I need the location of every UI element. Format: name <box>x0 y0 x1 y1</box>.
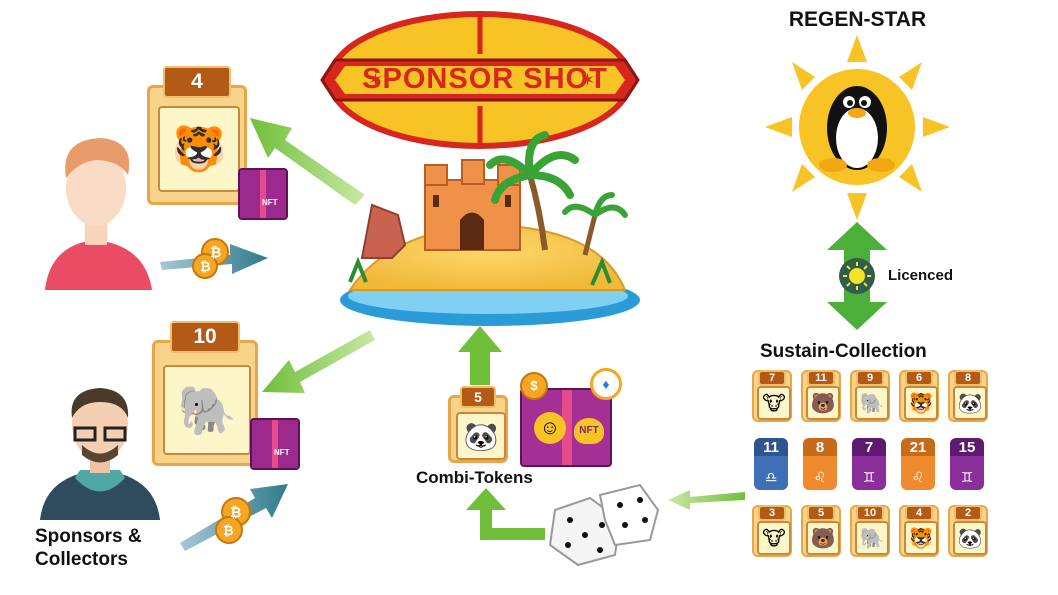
token-number: 10 <box>170 321 240 353</box>
zodiac-token: 11 ♎ <box>754 438 788 490</box>
card-number: 9 <box>856 370 884 386</box>
collection-card: 11🐻 <box>801 370 841 422</box>
libra-icon: ♎ <box>764 469 778 485</box>
nft-gift-icon: NFT <box>238 168 288 220</box>
cow-icon: 🐮 <box>757 521 791 555</box>
arrow-island-to-mid-token <box>262 330 375 393</box>
tiger-icon: 🐯 <box>904 521 938 555</box>
zodiac-token: 7♊ <box>852 438 886 490</box>
card-number: 11 <box>807 370 835 386</box>
ethereum-coin-icon: ♦ <box>590 368 622 400</box>
sponsors-label-line2: Collectors <box>35 549 128 570</box>
card-number: 7 <box>758 370 786 386</box>
token-number: 4 <box>163 66 231 98</box>
bitcoin-coin-icon: ₿ ₿ <box>192 238 229 279</box>
collection-card: 9🐘 <box>850 370 890 422</box>
collection-card: 6🐯 <box>899 370 939 422</box>
elephant-icon: 🐘 <box>855 386 889 420</box>
card-number: 6 <box>905 370 933 386</box>
collection-card: 2🐼 <box>948 505 988 557</box>
svg-text:₿: ₿ <box>200 259 211 274</box>
licenced-label: Licenced <box>888 267 954 284</box>
token-card-elephant: 10 🐘 <box>152 321 258 466</box>
tiger-icon: 🐯 <box>158 106 240 192</box>
svg-text:✶: ✶ <box>368 70 383 90</box>
nft-label: NFT <box>262 198 278 207</box>
person-avatar-bottom <box>40 388 160 520</box>
collection-card: 4🐯 <box>899 505 939 557</box>
card-number: 5 <box>807 505 835 521</box>
leo-icon: ♌ <box>813 469 827 485</box>
svg-text:₿: ₿ <box>230 504 241 520</box>
regen-star-label: REGEN-STAR <box>788 8 927 31</box>
combi-tokens-label: Combi-Tokens <box>416 468 533 487</box>
panda-icon: 🐼 <box>953 521 987 555</box>
regen-star-sun-icon <box>765 35 950 220</box>
zodiac-token: 21 ♌ <box>901 438 935 490</box>
gemini-icon: ♊ <box>862 469 876 485</box>
zodiac-token: 15 ♊ <box>950 438 984 490</box>
bitcoin-coin-icon-2: ₿ ₿ <box>215 497 251 544</box>
token-card-tiger: 4 🐯 <box>147 66 247 205</box>
bear-icon: 🐻 <box>806 521 840 555</box>
svg-text:✶: ✶ <box>580 70 595 90</box>
cow-icon: 🐮 <box>757 386 791 420</box>
collection-card: 5🐻 <box>801 505 841 557</box>
card-number: 3 <box>758 505 786 521</box>
elephant-icon: 🐘 <box>855 521 889 555</box>
card-number: 8 <box>954 370 982 386</box>
card-number: 4 <box>905 505 933 521</box>
collection-card: 3🐮 <box>752 505 792 557</box>
svg-text:₿: ₿ <box>223 523 234 538</box>
dollar-coin-icon: $ <box>520 372 548 400</box>
panda-icon: 🐼 <box>953 386 987 420</box>
svg-text:₿: ₿ <box>210 244 221 260</box>
arrow-combi-to-island <box>458 326 502 385</box>
sustain-collection-label: Sustain-Collection <box>760 341 927 362</box>
collection-card: 7🐮 <box>752 370 792 422</box>
nft-label: NFT <box>574 418 604 444</box>
dice-icon <box>548 483 660 567</box>
title-banner: ✶ ✶ <box>320 11 640 149</box>
nft-gift-icon-2: NFT <box>250 418 300 470</box>
panda-icon: 🐼 <box>456 412 506 460</box>
collection-card: 10🐘 <box>850 505 890 557</box>
card-number: 2 <box>954 505 982 521</box>
arrow-island-to-top-token <box>250 118 365 205</box>
card-number: 10 <box>856 505 884 521</box>
sustain-collection-grid: 7🐮11🐻9🐘6🐯8🐼11♎8♌7♊21♌15♊3🐮5🐻10🐘4🐯2🐼 <box>752 370 997 560</box>
zodiac-number: 15 <box>958 439 976 456</box>
sponsors-label-line1: Sponsors & <box>35 526 142 547</box>
token-number: 5 <box>460 386 496 408</box>
sponsors-collectors-label: Sponsors & Collectors <box>35 525 142 571</box>
gemini-icon: ♊ <box>960 469 974 485</box>
tiger-icon: 🐯 <box>904 386 938 420</box>
arrow-collection-to-dice <box>668 490 745 510</box>
bear-icon: 🐻 <box>806 386 840 420</box>
page-title: SPONSOR SHOT <box>362 63 608 95</box>
zodiac-token: 8♌ <box>803 438 837 490</box>
zodiac-number: 11 <box>763 439 779 456</box>
arrow-dice-to-combi <box>466 488 545 540</box>
zodiac-number: 21 <box>909 439 927 456</box>
leo-icon: ♌ <box>911 469 925 485</box>
token-card-panda: 5 🐼 <box>448 386 508 463</box>
elephant-icon: 🐘 <box>163 365 251 455</box>
nft-gift-box-large: ☺ NFT <box>520 388 612 467</box>
zodiac-number: 7 <box>864 439 874 456</box>
smiley-icon: ☺ <box>534 412 566 444</box>
island-illustration <box>340 131 640 326</box>
licence-sun-icon <box>839 258 875 294</box>
zodiac-number: 8 <box>815 439 825 456</box>
nft-label: NFT <box>274 448 290 457</box>
collection-card: 8🐼 <box>948 370 988 422</box>
person-avatar-top <box>45 138 152 290</box>
